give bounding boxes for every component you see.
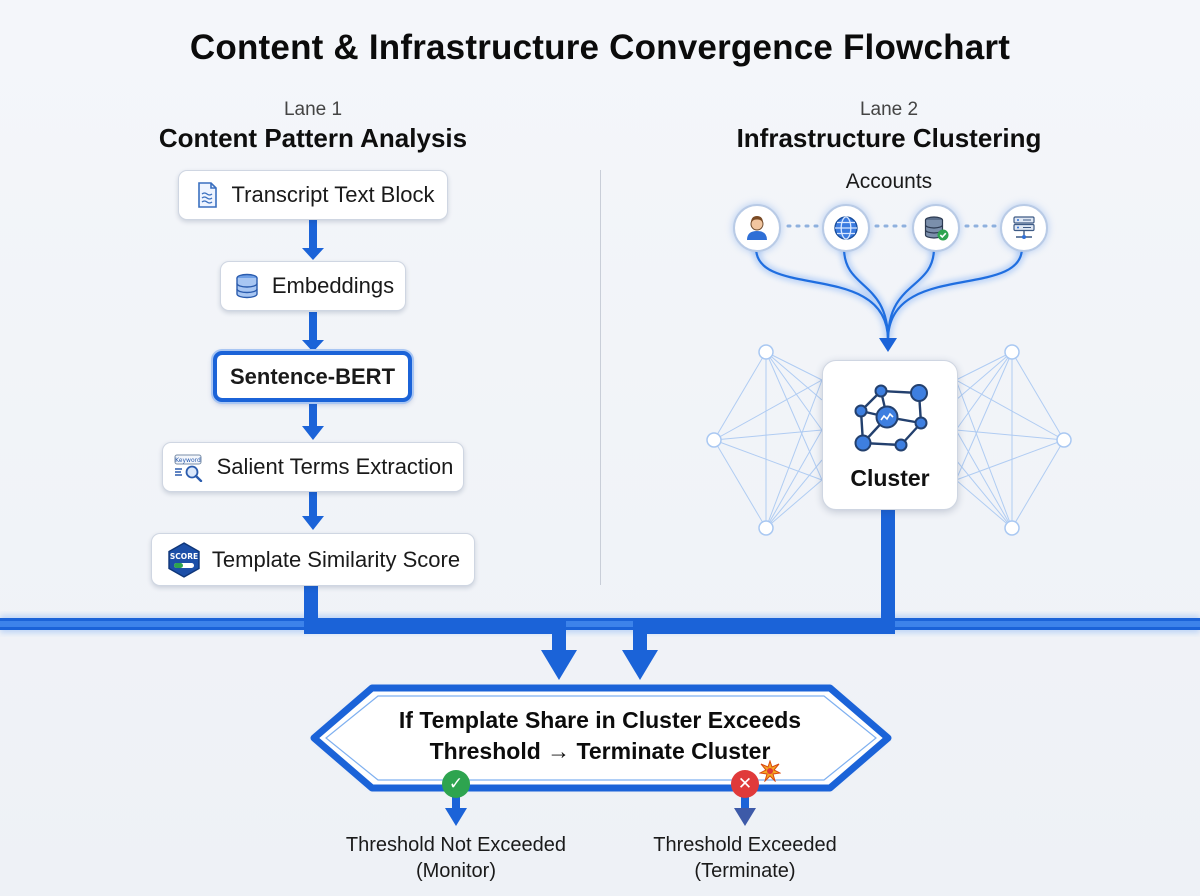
burst-icon — [759, 760, 781, 782]
globe-icon[interactable] — [822, 204, 870, 252]
step-sentence-bert[interactable]: Sentence-BERT — [213, 351, 412, 402]
main-bus — [0, 615, 1200, 633]
step-label: Embeddings — [271, 273, 395, 298]
outcome-line2: (Terminate) — [694, 860, 796, 882]
step-salient-terms-extraction[interactable]: Keyword Salient Terms Extraction — [162, 442, 464, 492]
cluster-graph-icon — [854, 384, 928, 452]
decision-line1: If Template Share in Cluster Exceeds — [398, 707, 802, 733]
network-left — [713, 351, 823, 529]
step-template-similarity-score[interactable]: SCORE Template Similarity Score — [151, 533, 475, 586]
document-icon — [192, 180, 222, 210]
lane1-arrows — [302, 220, 324, 530]
close-icon: ✕ — [731, 770, 759, 798]
decision-text: If Template Share in Cluster Exceeds Thr… — [370, 705, 830, 767]
outcome-line2: (Monitor) — [415, 860, 496, 882]
step-label: Transcript Text Block — [231, 182, 435, 207]
decision-shape — [310, 684, 892, 792]
outcome-line1: Threshold Not Exceeded — [345, 834, 567, 856]
keyword-search-icon: Keyword — [173, 452, 207, 482]
database-icon — [232, 271, 262, 301]
score-badge-icon: SCORE — [166, 541, 202, 578]
user-icon[interactable] — [733, 204, 781, 252]
cluster-label: Cluster — [850, 465, 930, 491]
cluster-node[interactable]: Cluster — [822, 360, 958, 510]
accounts-label: Accounts — [845, 170, 933, 193]
lane2-number: Lane 2 — [859, 99, 919, 120]
network-nodes — [706, 344, 1072, 536]
account-curves — [752, 247, 1026, 352]
diagram-title: Content & Infrastructure Convergence Flo… — [189, 28, 1011, 67]
outcome-monitor: Threshold Not Exceeded (Monitor) — [316, 832, 596, 884]
outcome-terminate: Threshold Exceeded (Terminate) — [605, 832, 885, 884]
decision-line2: Threshold → Terminate Cluster — [429, 738, 771, 764]
svg-text:Keyword: Keyword — [175, 457, 201, 464]
lane2-title: Infrastructure Clustering — [736, 123, 1042, 153]
database-check-icon[interactable] — [912, 204, 960, 252]
server-icon[interactable] — [1000, 204, 1048, 252]
outcome-line1: Threshold Exceeded — [653, 834, 837, 856]
outcome-arrows — [445, 796, 756, 826]
svg-text:SCORE: SCORE — [170, 552, 198, 561]
network-right — [955, 351, 1065, 529]
step-label: Salient Terms Extraction — [216, 454, 454, 479]
step-transcript-text-block[interactable]: Transcript Text Block — [178, 170, 448, 220]
lane1-number: Lane 1 — [283, 99, 343, 120]
step-label: Sentence-BERT — [229, 363, 396, 389]
lane1-title: Content Pattern Analysis — [158, 123, 468, 153]
check-icon: ✓ — [442, 770, 470, 798]
lane-divider — [600, 170, 601, 585]
step-embeddings[interactable]: Embeddings — [220, 261, 406, 311]
feeders — [304, 508, 895, 680]
step-label: Template Similarity Score — [211, 546, 461, 572]
